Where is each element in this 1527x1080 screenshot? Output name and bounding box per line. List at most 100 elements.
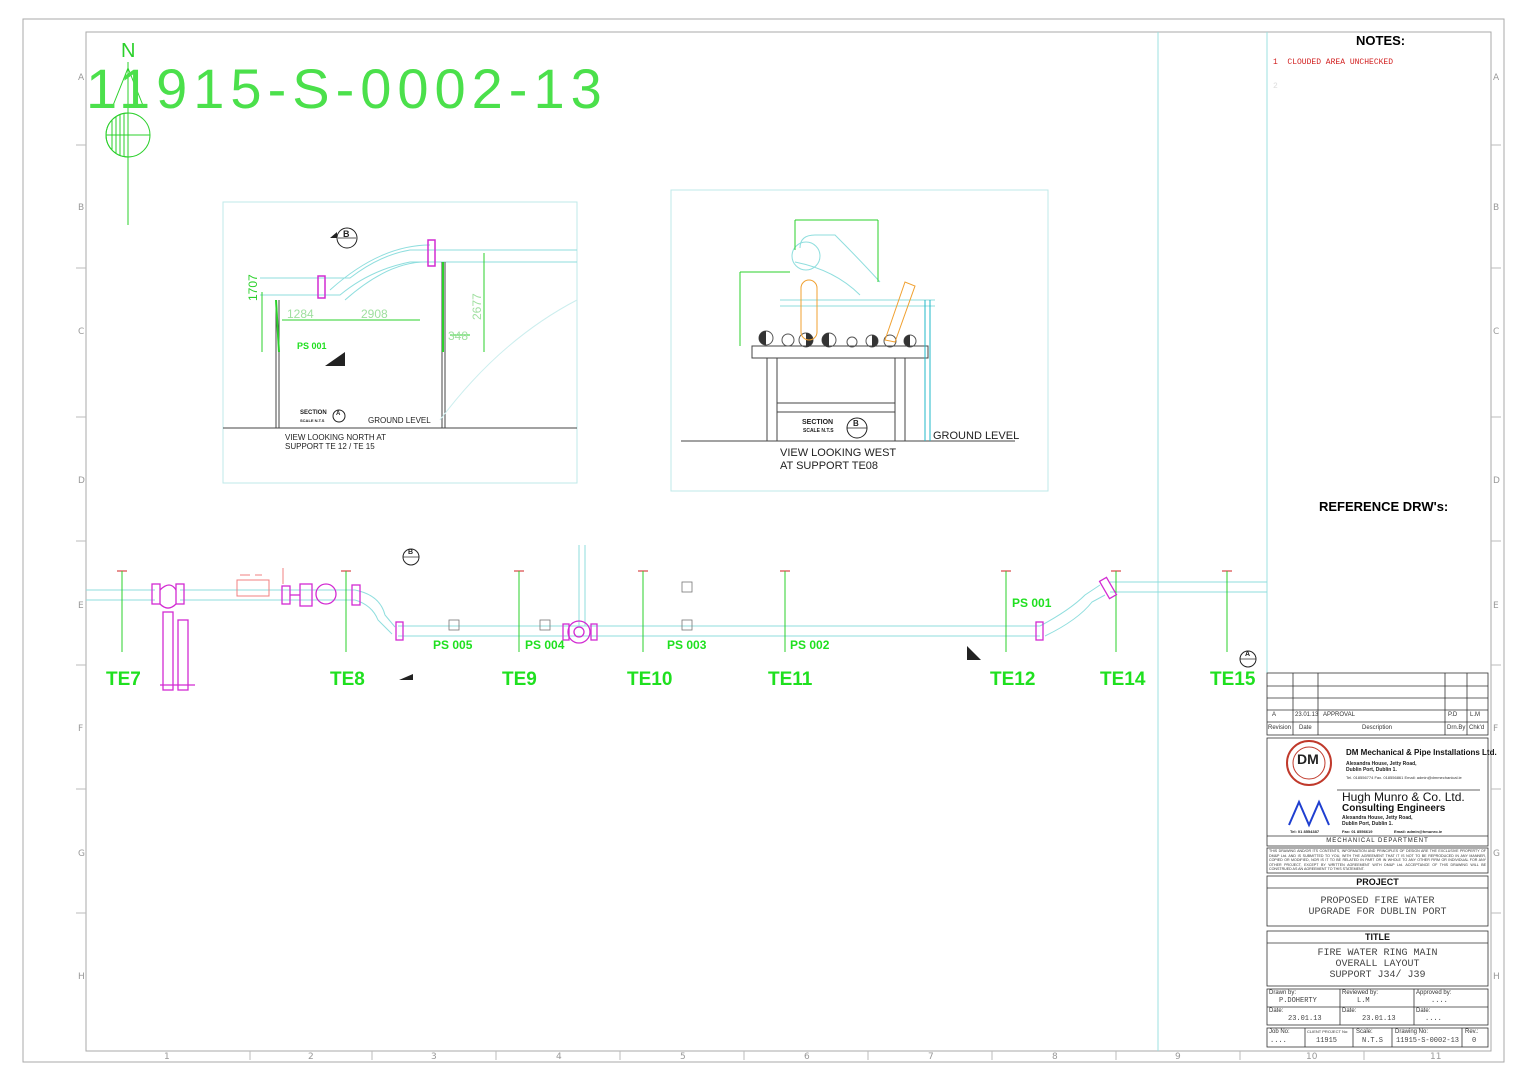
rev-row-desc: APPROVAL	[1323, 712, 1355, 718]
date-value-1: 23.01.13	[1288, 1015, 1322, 1023]
scale-label: Scale:	[1356, 1029, 1373, 1035]
plan-marker-a-letter: A	[1245, 651, 1251, 658]
section-b-scale-label: SCALE N.T.S	[803, 428, 834, 434]
project-title: PROJECT	[1356, 877, 1399, 887]
project-line1: PROPOSED FIRE WATER	[1320, 896, 1435, 907]
disclaimer-text: THIS DRAWING AND/OR ITS CONTENTS, INFORM…	[1269, 849, 1486, 871]
row-ticks	[76, 144, 1501, 914]
section-a-caption-1: VIEW LOOKING NORTH AT	[285, 433, 387, 442]
rev-row-rev: A	[1272, 712, 1277, 718]
grid-row-label-right: F	[1493, 724, 1499, 734]
grid-column-label: 2	[308, 1052, 314, 1062]
section-b-frame	[670, 189, 1049, 492]
grid-row-label-right: A	[1493, 73, 1500, 83]
job-no-value: ....	[1270, 1037, 1287, 1045]
date-label-3: Date:	[1416, 1008, 1431, 1014]
grid-column-label: 5	[680, 1052, 686, 1062]
rev-row-date: 23.01.13	[1295, 712, 1319, 718]
drawing-no-value: 11915-S-0002-13	[1396, 1037, 1460, 1045]
ps-label-001: PS 001	[1012, 596, 1052, 610]
rev-header-revision: Revision	[1268, 725, 1292, 731]
notes-title: NOTES:	[1356, 33, 1406, 48]
te-label-te15: TE15	[1210, 669, 1256, 690]
rev-header-date: Date	[1299, 725, 1312, 731]
section-a-dim-3: 2908	[361, 307, 388, 321]
ps-label-003: PS 003	[667, 638, 707, 652]
section-b-caption-2: AT SUPPORT TE08	[780, 460, 879, 472]
note-item-2: 2	[1273, 82, 1278, 91]
company2-name: Hugh Munro & Co. Ltd.	[1342, 790, 1465, 804]
grid-column-label: 4	[556, 1052, 562, 1062]
company2-addr1: Alexandra House, Jetty Road,	[1342, 815, 1413, 821]
drawn-by-value: P.DOHERTY	[1279, 997, 1317, 1005]
north-label: N	[121, 40, 136, 62]
plan-valve-skid	[236, 568, 284, 597]
plan-marker-b	[402, 548, 420, 566]
plan-fittings	[151, 576, 1118, 691]
rev-label: Rev.:	[1465, 1029, 1479, 1035]
section-a-ground-level: GROUND LEVEL	[368, 416, 431, 425]
ps-label-002: PS 002	[790, 638, 830, 652]
rev-header-chkd: Chk'd	[1469, 725, 1485, 731]
client-project-value: 11915	[1316, 1037, 1338, 1045]
client-project-label: CLIENT PROJECT No:	[1307, 1029, 1349, 1034]
rev-header-drn-by: Drn.By	[1447, 725, 1466, 731]
te-label-te12: TE12	[990, 669, 1036, 690]
project-line2: UPGRADE FOR DUBLIN PORT	[1308, 907, 1447, 918]
grid-row-label-right: B	[1493, 203, 1500, 213]
section-b-ground-level: GROUND LEVEL	[933, 430, 1020, 442]
note-item-1: 1 CLOUDED AREA UNCHECKED	[1273, 58, 1394, 67]
grid-column-label: 6	[804, 1052, 810, 1062]
section-a-marker-letter: B	[343, 229, 350, 239]
drawing-no-label: Drawing No:	[1395, 1029, 1429, 1035]
approved-by-value: ....	[1431, 997, 1448, 1005]
section-a-scale-label: SCALE N.T.S	[300, 418, 325, 423]
grid-row-label-left: F	[78, 724, 84, 734]
section-a-dim-5: 348	[448, 329, 469, 343]
job-no-label: Job No:	[1269, 1029, 1290, 1035]
reviewed-by-label: Reviewed by:	[1342, 990, 1379, 996]
section-a-dim-4: 2677	[470, 293, 484, 320]
drawing-title-line1: FIRE WATER RING MAIN	[1317, 948, 1438, 959]
title-block-lines	[1266, 672, 1489, 1048]
date-value-2: 23.01.13	[1362, 1015, 1396, 1023]
section-b-drawing	[681, 219, 1015, 442]
te-label-te11: TE11	[768, 669, 813, 690]
section-a-drawing	[223, 227, 578, 429]
grid-column-label: 10	[1306, 1052, 1318, 1062]
section-b-caption-1: VIEW LOOKING WEST	[780, 447, 897, 459]
company2-addr2: Dublin Port, Dublin 1.	[1342, 821, 1393, 827]
reviewed-by-value: L.M	[1357, 997, 1370, 1005]
grid-row-label-left: G	[78, 849, 85, 859]
plan-guide-icons	[448, 581, 693, 631]
scale-value: N.T.S	[1362, 1037, 1384, 1045]
grid-row-label-left: E	[78, 601, 84, 611]
drawing-number-watermark: 11915-S-0002-13	[86, 57, 608, 120]
section-a-dim-1: 1707	[246, 274, 260, 301]
section-a-ps-label: PS 001	[297, 341, 327, 351]
section-a-caption-2: SUPPORT TE 12 / TE 15	[285, 442, 375, 451]
company2-fax: Fax: 01 8556619	[1342, 829, 1373, 834]
company1-addr2: Dublin Port, Dublin 1.	[1346, 767, 1397, 773]
grid-column-label: 11	[1430, 1052, 1442, 1062]
plan-section-arrow-1	[399, 674, 413, 680]
section-a-marker: A	[336, 411, 341, 417]
company1-contact: Tel. 018556774 Fax. 018556861 Email: adm…	[1346, 775, 1462, 780]
drawing-title-line3: SUPPORT J34/ J39	[1329, 970, 1426, 981]
te-label-te10: TE10	[627, 669, 673, 690]
drawn-by-label: Drawn by:	[1269, 990, 1297, 996]
reference-drawings-title: REFERENCE DRW's:	[1319, 499, 1449, 514]
grid-row-label-left: C	[78, 327, 85, 337]
rev-row-chk: L.M	[1470, 712, 1481, 718]
rev-header-description: Description	[1362, 725, 1393, 731]
plan-supports	[117, 570, 1232, 652]
grid-row-label-right: H	[1493, 972, 1500, 982]
grid-column-label: 8	[1052, 1052, 1058, 1062]
section-a-section-label: SECTION	[300, 410, 327, 416]
date-value-3: ....	[1425, 1015, 1442, 1023]
drawing-title-line2: OVERALL LAYOUT	[1335, 959, 1420, 970]
company1-name: DM Mechanical & Pipe Installations Ltd.	[1346, 748, 1497, 757]
ps-label-004: PS 004	[525, 638, 565, 652]
dm-logo-text: DM	[1297, 751, 1319, 767]
